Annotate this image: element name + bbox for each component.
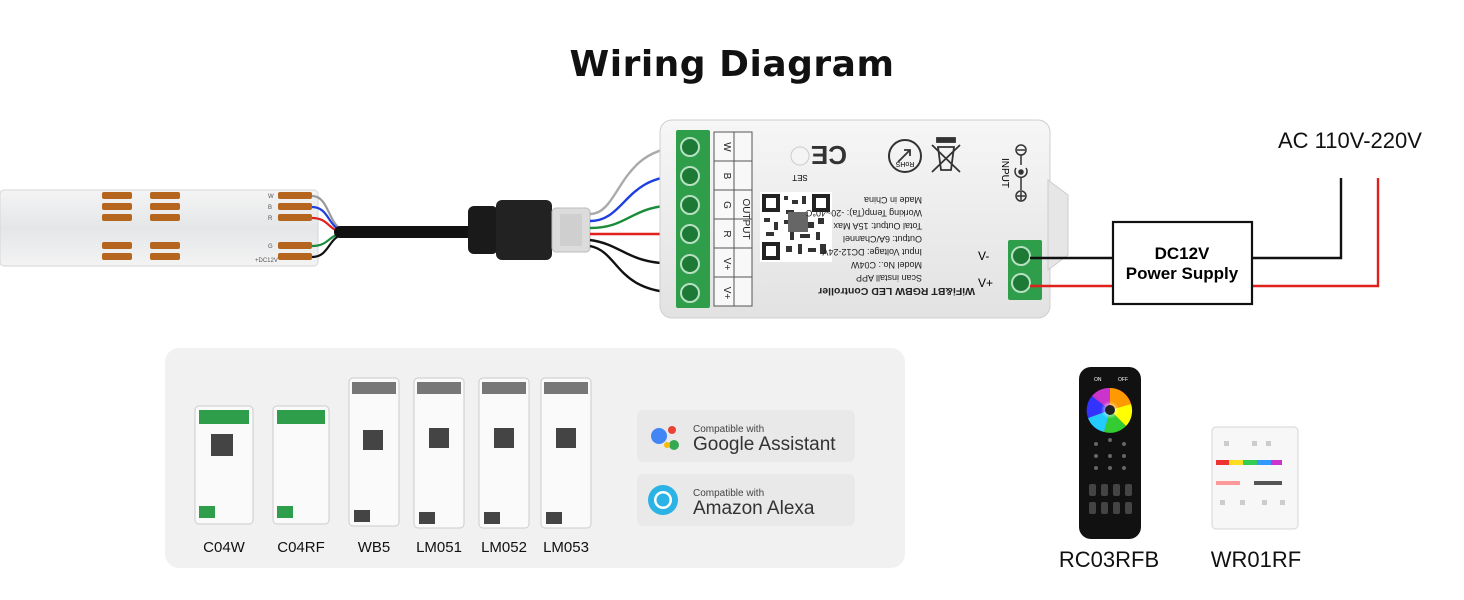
spec-total-output: Total Output: 15A Max: [833, 221, 922, 231]
alexa-compat-small: Compatible with: [693, 488, 765, 499]
google-compat-big: Google Assistant: [693, 434, 836, 455]
product-label-lm052: LM052: [481, 539, 527, 556]
amazon-alexa-badge: Compatible with Amazon Alexa: [637, 474, 855, 526]
strip-pad-label-r: R: [268, 216, 273, 222]
input-label: INPUT: [999, 158, 1010, 188]
product-lm051-image: [413, 377, 465, 529]
output-label: OUTPUT: [740, 198, 751, 239]
controller-box: W B G R V+ V+ OUTPUT Wi: [659, 119, 1069, 319]
power-supply-box: DC12V Power Supply: [1111, 220, 1254, 306]
terminal-label-v2: V+: [721, 287, 732, 300]
terminal-label-b: B: [721, 173, 732, 180]
product-label-c04w: C04W: [203, 539, 245, 556]
strip-pad-label-dc: +DC12V: [255, 258, 278, 264]
terminal-label-g: G: [721, 201, 732, 209]
set-button[interactable]: [790, 146, 810, 166]
strip-pad-label-g: G: [268, 244, 273, 250]
spec-working-temp: Working Temp(Ta): -20~40°C: [805, 208, 922, 218]
terminal-label-v1: V+: [721, 258, 732, 271]
connector-plug: [468, 200, 591, 260]
rohs-icon: [888, 139, 922, 173]
product-wb5-image: [348, 377, 400, 527]
set-label: SET: [792, 173, 808, 182]
product-label-lm051: LM051: [416, 539, 462, 556]
power-wires: [1030, 178, 1380, 288]
product-lm052-image: [478, 377, 530, 529]
alexa-compat-big: Amazon Alexa: [693, 498, 815, 519]
google-assistant-icon: [651, 426, 679, 450]
vplus-label: V+: [978, 276, 993, 290]
wall-panel-wr01rf: [1211, 426, 1299, 530]
spec-input-voltage: Input Voltage: DC12-24V: [822, 247, 922, 257]
spec-label: WiFi&BT RGBW LED Controller Scan install…: [805, 195, 975, 297]
strip-pad-label-w: W: [268, 194, 274, 200]
qr-code: [760, 192, 832, 262]
product-images: [194, 377, 592, 529]
ce-mark-icon: CE: [811, 140, 847, 170]
alexa-icon: [648, 485, 678, 515]
ac-input-label: AC 110V-220V: [1278, 128, 1422, 153]
accessory-label-rc03rfb: RC03RFB: [1058, 547, 1160, 572]
google-assistant-badge: Compatible with Google Assistant: [637, 410, 855, 462]
google-compat-small: Compatible with: [693, 424, 765, 435]
polarity-icon: [1014, 144, 1028, 202]
product-label-lm053: LM053: [543, 539, 589, 556]
controller-name: WiFi&BT RGBW LED Controller: [818, 285, 975, 297]
product-c04w-image: [194, 405, 254, 525]
product-c04rf-image: [272, 405, 330, 525]
vminus-label: V-: [978, 249, 989, 263]
diagram-title: Wiring Diagram: [569, 44, 895, 85]
led-strip: W B R G +DC12V: [0, 189, 319, 267]
remote-off-label: OFF: [1118, 377, 1128, 383]
strip-pad-label-b: B: [268, 205, 272, 211]
rohs-label: RoHS: [895, 160, 914, 167]
terminal-label-w: W: [721, 142, 732, 152]
scan-label: Scan install APP: [856, 273, 922, 283]
remote-rc03rfb: ON OFF: [1079, 367, 1141, 539]
spec-output: Output: 6A/Channel: [843, 234, 922, 244]
product-label-wb5: WB5: [357, 539, 391, 556]
spec-model: Model No.: C04W: [850, 260, 922, 270]
spec-made-in: Made in China: [864, 195, 922, 205]
remote-on-label: ON: [1094, 377, 1102, 383]
weee-icon: [931, 137, 961, 173]
power-supply-line2: Power Supply: [1126, 264, 1239, 283]
product-lm053-image: [540, 377, 592, 529]
power-supply-line1: DC12V: [1155, 244, 1210, 263]
accessory-label-wr01rf: WR01RF: [1210, 547, 1302, 572]
product-label-c04rf: C04RF: [277, 539, 325, 556]
terminal-label-r: R: [721, 230, 732, 237]
